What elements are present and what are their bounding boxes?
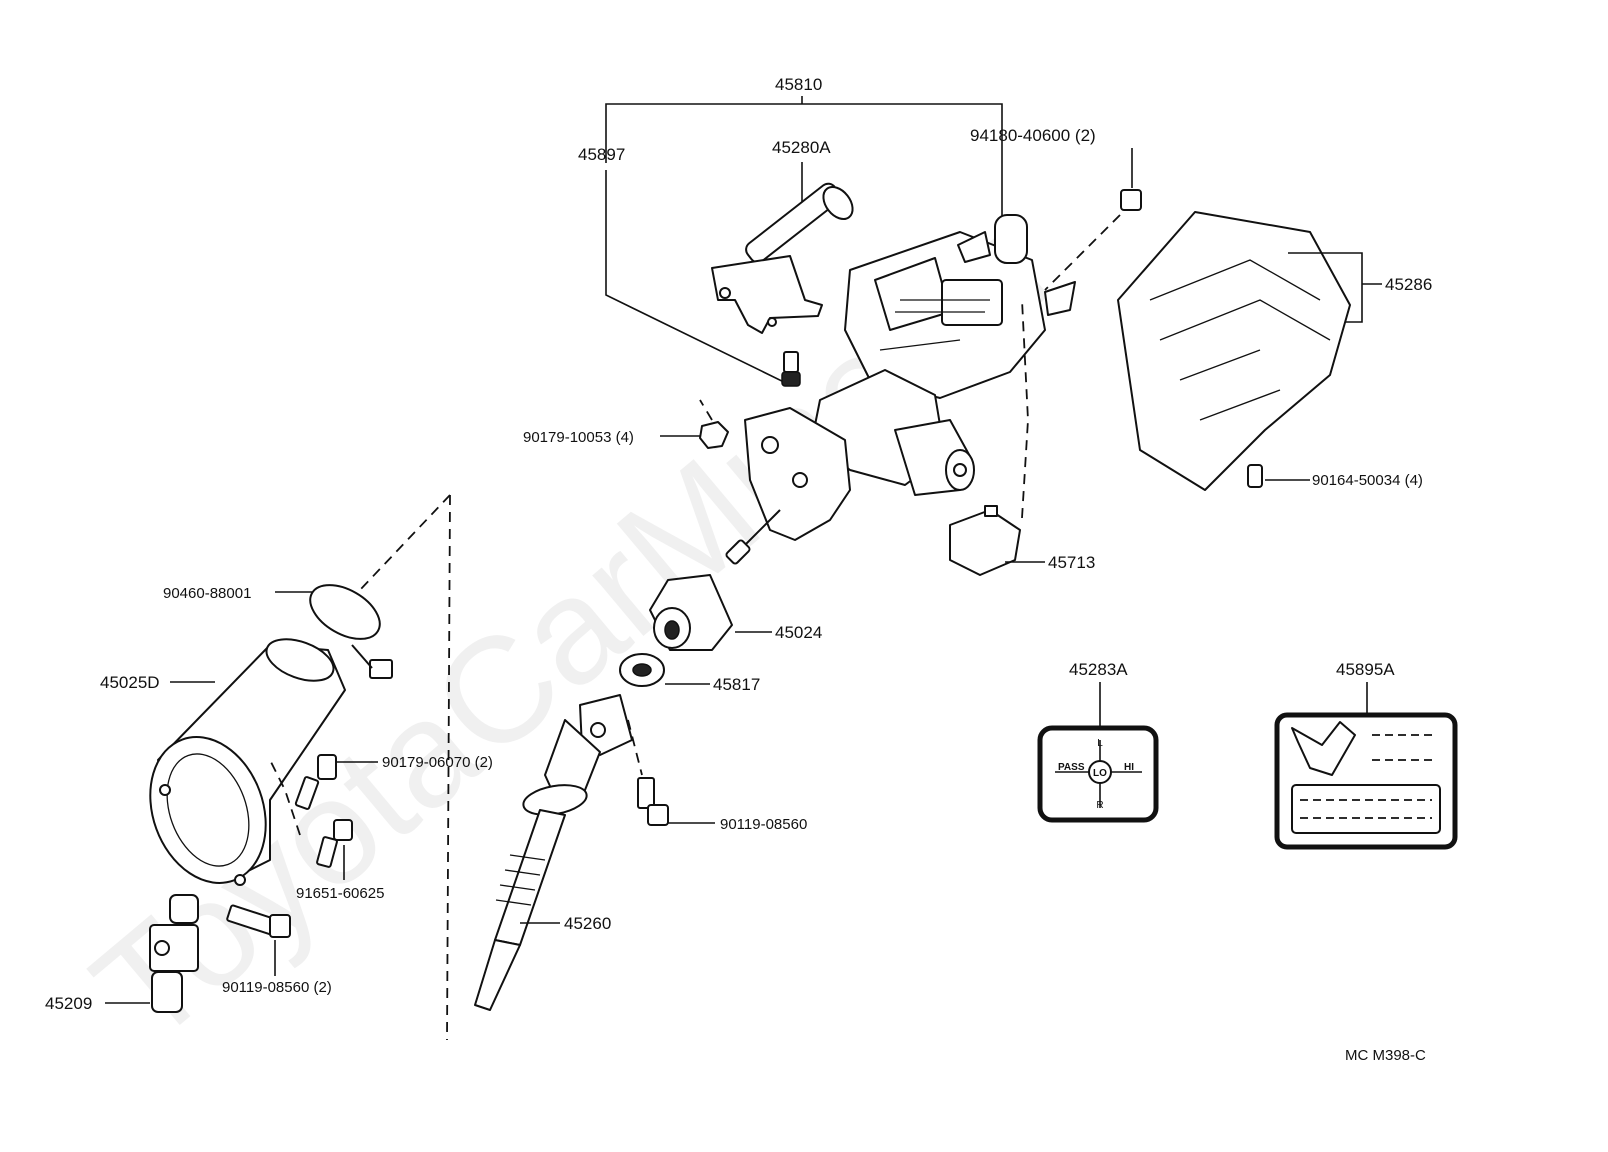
label-90119-08560-2: 90119-08560 (2) bbox=[222, 979, 332, 996]
label-45283A: 45283A bbox=[1069, 660, 1128, 679]
label-45280A: 45280A bbox=[772, 138, 831, 157]
switch-label-left: PASS bbox=[1058, 762, 1085, 773]
switch-label-top: L bbox=[1097, 738, 1103, 749]
switch-label-bottom: R bbox=[1096, 800, 1103, 811]
label-45025D: 45025D bbox=[100, 673, 160, 692]
switch-label-right: HI bbox=[1124, 762, 1134, 773]
part-90119-08560-bolt: 90119-08560 bbox=[627, 719, 807, 833]
part-45025D-boot: 45025D bbox=[100, 638, 346, 886]
label-91651-60625: 91651-60625 bbox=[296, 885, 384, 902]
part-91651-60625-bolt: 91651-60625 bbox=[296, 819, 384, 902]
callout-90164-50034: 90164-50034 (4) bbox=[1247, 464, 1423, 489]
label-90179-06070: 90179-06070 (2) bbox=[382, 754, 493, 771]
callout-45286: 45286 bbox=[1288, 252, 1432, 323]
callout-45280A: 45280A bbox=[772, 138, 831, 208]
dashed-guide bbox=[359, 494, 451, 591]
label-45209: 45209 bbox=[45, 994, 92, 1013]
part-45286-column-cover bbox=[1117, 211, 1351, 491]
switch-label-center: LO bbox=[1093, 768, 1107, 779]
part-45283A-label: 45283A L PASS LO HI R bbox=[1037, 660, 1159, 823]
part-45260-shaft: 45260 bbox=[474, 694, 633, 1011]
part-steering-column-assembly bbox=[725, 214, 1076, 565]
part-45024-bushing: 45024 bbox=[649, 574, 822, 651]
label-94180-40600: 94180-40600 (2) bbox=[970, 126, 1096, 145]
part-90179-06070-bolt: 90179-06070 (2) bbox=[269, 754, 493, 836]
dashed-guide-vertical bbox=[446, 494, 451, 1041]
part-45713-switch: 45713 bbox=[949, 299, 1095, 576]
label-45895A: 45895A bbox=[1336, 660, 1395, 679]
label-45024: 45024 bbox=[775, 623, 822, 642]
callout-94180-40600: 94180-40600 (2) bbox=[970, 126, 1142, 291]
callout-90179-10053: 90179-10053 (4) bbox=[523, 399, 729, 449]
part-45897-bolt bbox=[781, 351, 801, 387]
label-45286: 45286 bbox=[1385, 275, 1432, 294]
label-45817: 45817 bbox=[713, 675, 760, 694]
diagram-code: MC M398-C bbox=[1345, 1047, 1426, 1064]
callout-45897: 45897 bbox=[578, 145, 791, 386]
label-90164-50034: 90164-50034 (4) bbox=[1312, 472, 1423, 489]
part-45817-washer: 45817 bbox=[619, 653, 760, 694]
part-45280A-tilt-lever bbox=[711, 182, 854, 334]
part-90460-88001-clamp: 90460-88001 bbox=[163, 584, 393, 679]
label-90460-88001: 90460-88001 bbox=[163, 585, 251, 602]
label-45810: 45810 bbox=[775, 75, 822, 94]
callout-45810: 45810 bbox=[605, 75, 1003, 235]
label-90179-10053: 90179-10053 (4) bbox=[523, 429, 634, 446]
label-45897: 45897 bbox=[578, 145, 625, 164]
part-90119-08560-2-bolt: 90119-08560 (2) bbox=[222, 904, 332, 996]
part-45209-joint: 45209 bbox=[45, 894, 199, 1013]
label-45713: 45713 bbox=[1048, 553, 1095, 572]
part-45895A-label: 45895A bbox=[1274, 660, 1458, 850]
label-45260: 45260 bbox=[564, 914, 611, 933]
label-90119-08560: 90119-08560 bbox=[720, 816, 807, 833]
